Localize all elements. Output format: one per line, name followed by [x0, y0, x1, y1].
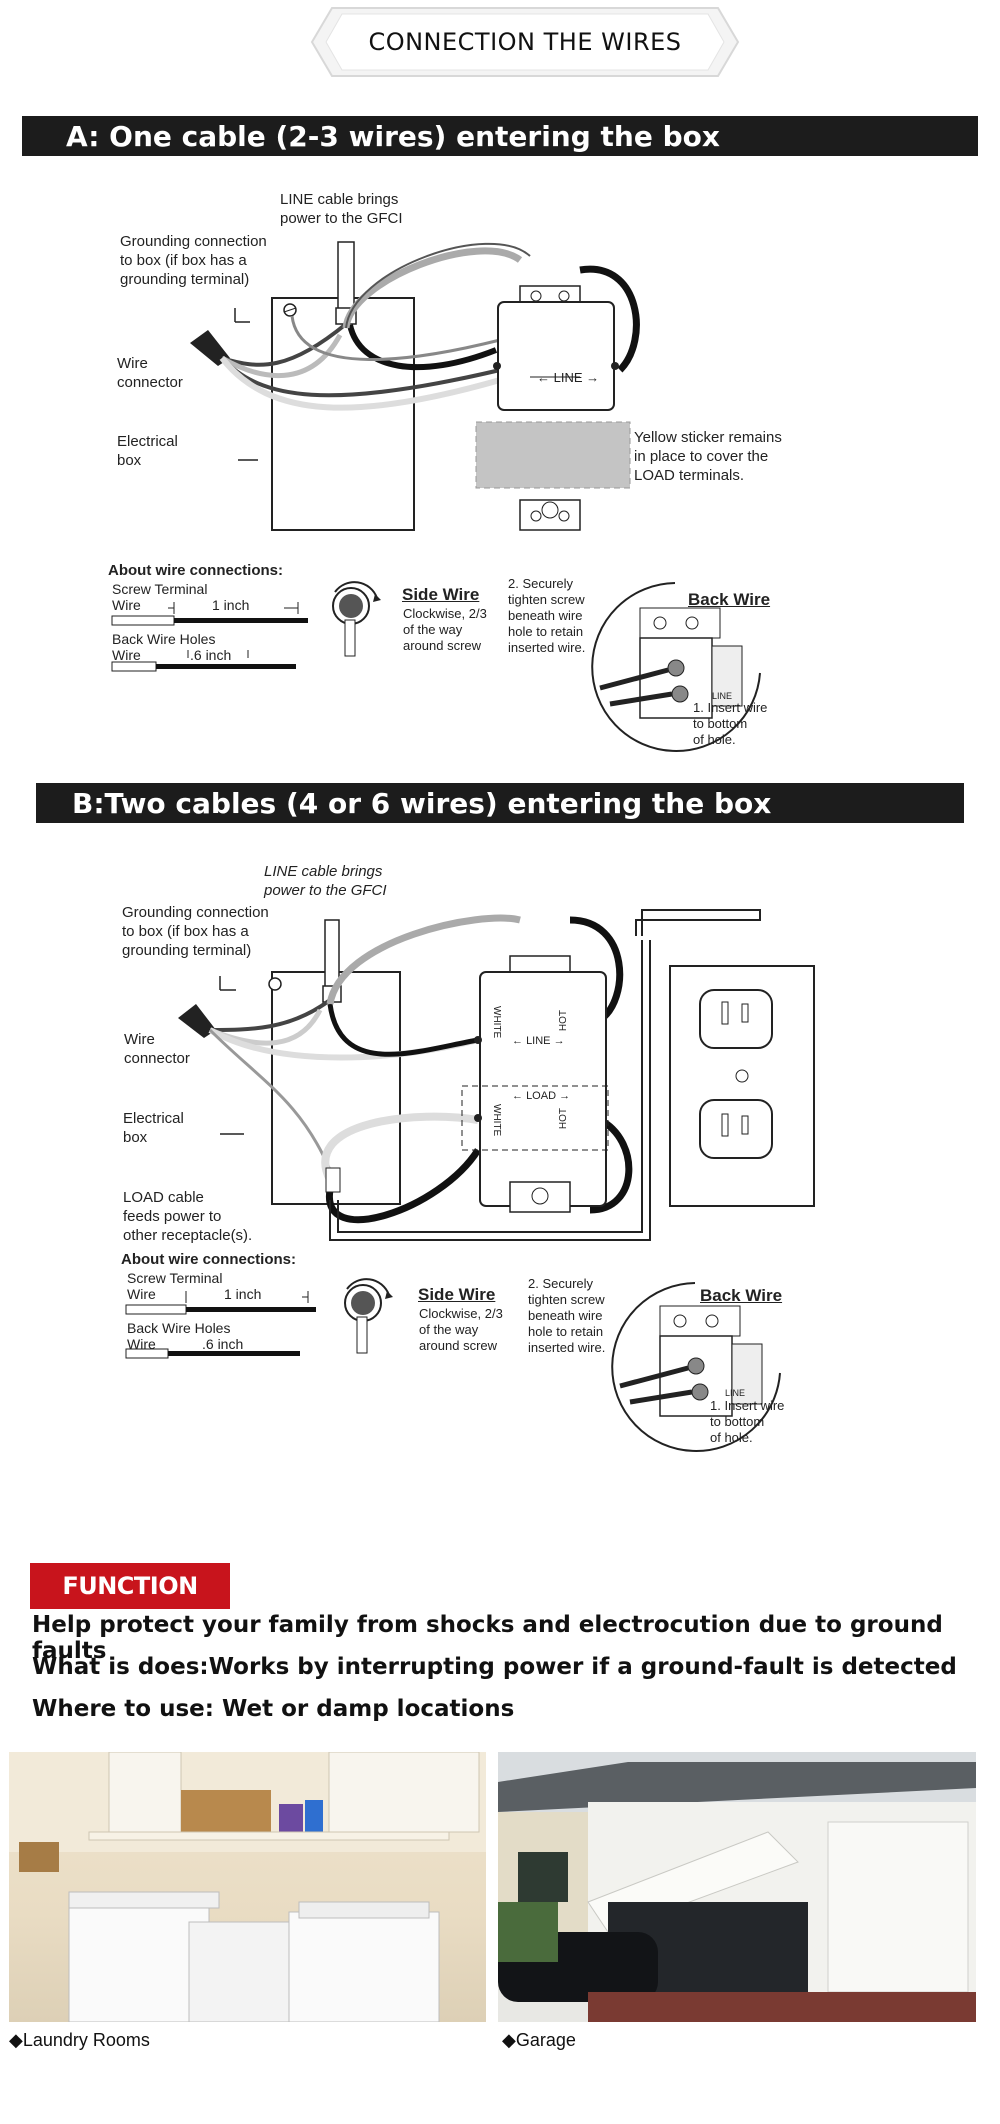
banner-frame: [310, 7, 740, 77]
load-terminal-label: ← LOAD →: [512, 1090, 571, 1102]
section-a-diagram: [190, 241, 640, 531]
insert-wire-text-b: 1. Insert wire to bottom of hole.: [710, 1398, 785, 1445]
wire-connections-heading: About wire connections:: [108, 562, 284, 579]
one-inch-label: 1 inch: [212, 597, 250, 613]
wire-strip-gauge-b: [125, 1291, 316, 1359]
gfci-body: [497, 301, 615, 411]
hot-label-load: HOT: [558, 1108, 569, 1130]
line-tiny-label: LINE: [712, 691, 733, 701]
section-b-title: B:Two cables (4 or 6 wires) entering the…: [36, 783, 964, 823]
wire-connector-label: Wire connector: [117, 355, 183, 391]
grounding-label-b: Grounding connection to box (if box has …: [122, 904, 269, 959]
line-terminal-label-b: ← LINE →: [512, 1035, 565, 1047]
back-wire-holes-label: Back Wire Holes: [112, 631, 216, 647]
grounding-label: Grounding connection to box (if box has …: [120, 233, 267, 288]
six-inch-label-b: .6 inch: [202, 1336, 244, 1352]
yellow-sticker-label: Yellow sticker remains in place to cover…: [634, 429, 782, 484]
side-wire-title-b: Side Wire: [418, 1285, 496, 1304]
white-label-load: WHITE: [491, 1104, 502, 1137]
securely-text-b: 2. Securely tighten screw beneath wire h…: [528, 1276, 606, 1355]
function-line-3: Where to use: Wet or damp locations: [32, 1696, 515, 1722]
wire-connections-heading-b: About wire connections:: [121, 1251, 297, 1268]
securely-text: 2. Securely tighten screw beneath wire h…: [508, 576, 586, 655]
garage-caption: ◆Garage: [502, 2030, 576, 2050]
one-inch-label-b: 1 inch: [224, 1286, 262, 1302]
laundry-room-photo: [9, 1752, 486, 2022]
side-wire-desc: Clockwise, 2/3 of the way around screw: [403, 606, 487, 653]
line-terminal-label: ← LINE →: [537, 370, 600, 385]
side-wire-desc-b: Clockwise, 2/3 of the way around screw: [419, 1306, 503, 1353]
electrical-box-outline: [271, 297, 415, 531]
yellow-sticker: [475, 421, 631, 489]
line-cable-label-b: LINE cable brings power to the GFCI: [264, 863, 387, 899]
load-cable-label: LOAD cable feeds power to other receptac…: [123, 1189, 253, 1244]
back-wire-illustration-b: [611, 1282, 781, 1452]
electrical-box-label-b: Electrical box: [123, 1110, 184, 1146]
wire-label-b: Wire: [127, 1286, 156, 1302]
wire-label: Wire: [112, 597, 141, 613]
back-wire-title-b: Back Wire: [700, 1286, 783, 1305]
section-a-title: A: One cable (2-3 wires) entering the bo…: [22, 116, 978, 156]
line-tiny-label-b: LINE: [725, 1388, 746, 1398]
side-wire-title: Side Wire: [402, 585, 480, 604]
wire-connector-label-b: Wire connector: [124, 1031, 190, 1067]
hot-label-line: HOT: [558, 1010, 569, 1032]
wire-connector-icon: [190, 330, 230, 366]
back-wire-illustration: [591, 582, 761, 752]
function-line-1: Help protect your family from shocks and…: [32, 1612, 943, 1664]
garage-photo: [498, 1752, 976, 2022]
white-label-line: WHITE: [491, 1006, 502, 1039]
line-cable-label: LINE cable brings power to the GFCI: [280, 191, 403, 227]
screw-terminal-label: Screw Terminal: [112, 581, 208, 597]
screw-terminal-label-b: Screw Terminal: [127, 1270, 223, 1286]
back-wire-title: Back Wire: [688, 590, 771, 609]
back-wire-holes-label-b: Back Wire Holes: [127, 1320, 231, 1336]
wire-strip-gauge: [111, 602, 308, 672]
insert-wire-text: 1. Insert wire to bottom of hole.: [693, 700, 768, 747]
function-tag: FUNCTION: [30, 1563, 230, 1609]
electrical-box-label: Electrical box: [117, 433, 178, 469]
section-b-diagram: [178, 909, 815, 1241]
side-wire-icon-b: [344, 1278, 393, 1354]
page-title: CONNECTION THE WIRES: [368, 28, 682, 56]
line-cable: [337, 241, 355, 313]
title-banner: CONNECTION THE WIRES: [310, 6, 740, 78]
six-inch-label: .6 inch: [190, 647, 232, 663]
laundry-caption: ◆Laundry Rooms: [9, 2030, 150, 2050]
function-line-2: What is does:Works by interrupting power…: [32, 1654, 957, 1680]
wire-label-b2: Wire: [127, 1336, 156, 1352]
wire-connector-icon-b: [178, 1004, 216, 1038]
wire-label-2: Wire: [112, 647, 141, 663]
side-wire-icon: [332, 581, 381, 657]
